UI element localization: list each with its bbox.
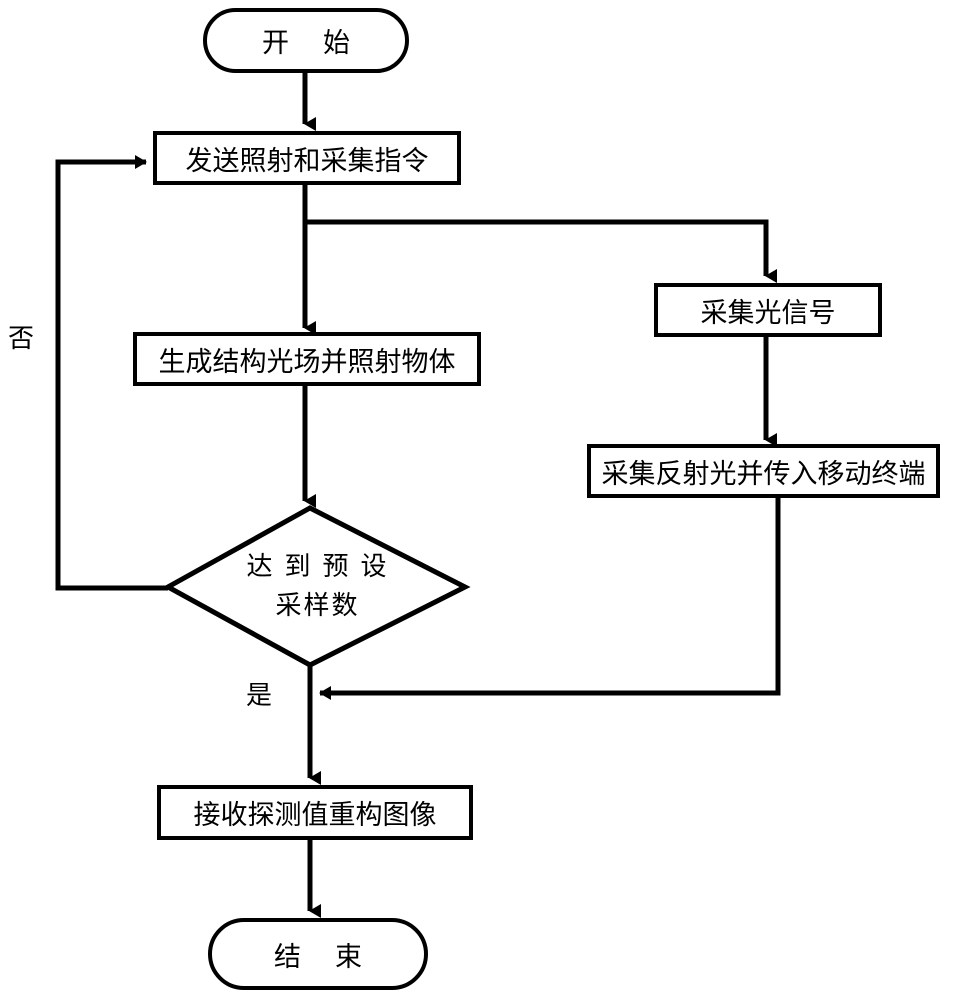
connector-decision-no-to-send-command [55,155,168,591]
edge-label-yes: 是 [246,681,273,711]
node-end[interactable]: 结束 [208,918,428,990]
node-collect-reflected[interactable]: 采集反射光并传入移动终端 [587,444,940,498]
node-send-command[interactable]: 发送照射和采集指令 [153,131,461,185]
connector-send-command-to-collect-signal [305,219,777,283]
node-reconstruct-label: 接收探测值重构图像 [193,800,437,831]
node-generate-field-label: 生成结构光场并照射物体 [158,346,456,378]
node-decision-text: 达到预设 采样数 [168,508,465,665]
node-collect-reflected-label: 采集反射光并传入移动终端 [601,458,926,490]
node-reconstruct[interactable]: 接收探测值重构图像 [157,785,473,840]
node-end-label: 结束 [274,941,396,973]
connector-collect-reflected-to-merge [319,497,781,700]
node-decision[interactable]: 达到预设 采样数 [168,508,465,665]
edge-label-no: 否 [8,324,35,354]
node-generate-field[interactable]: 生成结构光场并照射物体 [133,332,481,386]
node-decision-line2: 采样数 [275,590,360,621]
node-decision-line1: 达到预设 [246,551,399,582]
node-send-command-label: 发送照射和采集指令 [185,145,429,177]
decision-diamond-shape [162,505,471,668]
node-start[interactable]: 开始 [203,8,409,73]
node-collect-signal-label: 采集光信号 [700,297,836,329]
node-collect-signal[interactable]: 采集光信号 [654,283,882,337]
node-start-label: 开始 [262,28,384,59]
